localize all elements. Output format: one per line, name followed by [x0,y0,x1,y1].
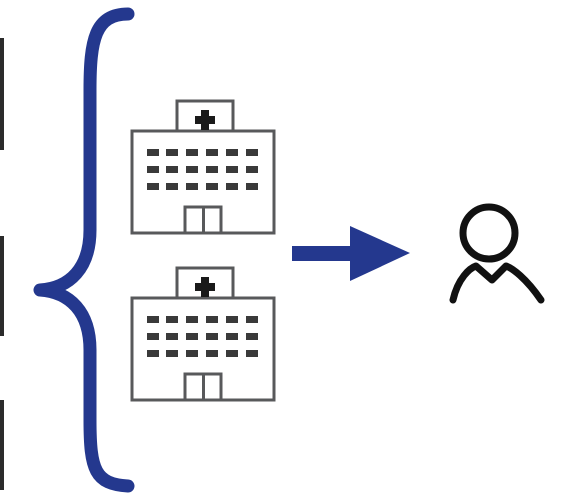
left-edge-fragment [0,236,4,336]
person-icon [449,203,545,304]
arrow-right-icon [292,226,410,281]
curly-brace-icon [33,7,135,493]
left-edge-fragment [0,38,4,150]
hospital-icon [130,266,276,402]
hospital-icon [130,99,276,235]
left-edge-fragment [0,400,4,490]
